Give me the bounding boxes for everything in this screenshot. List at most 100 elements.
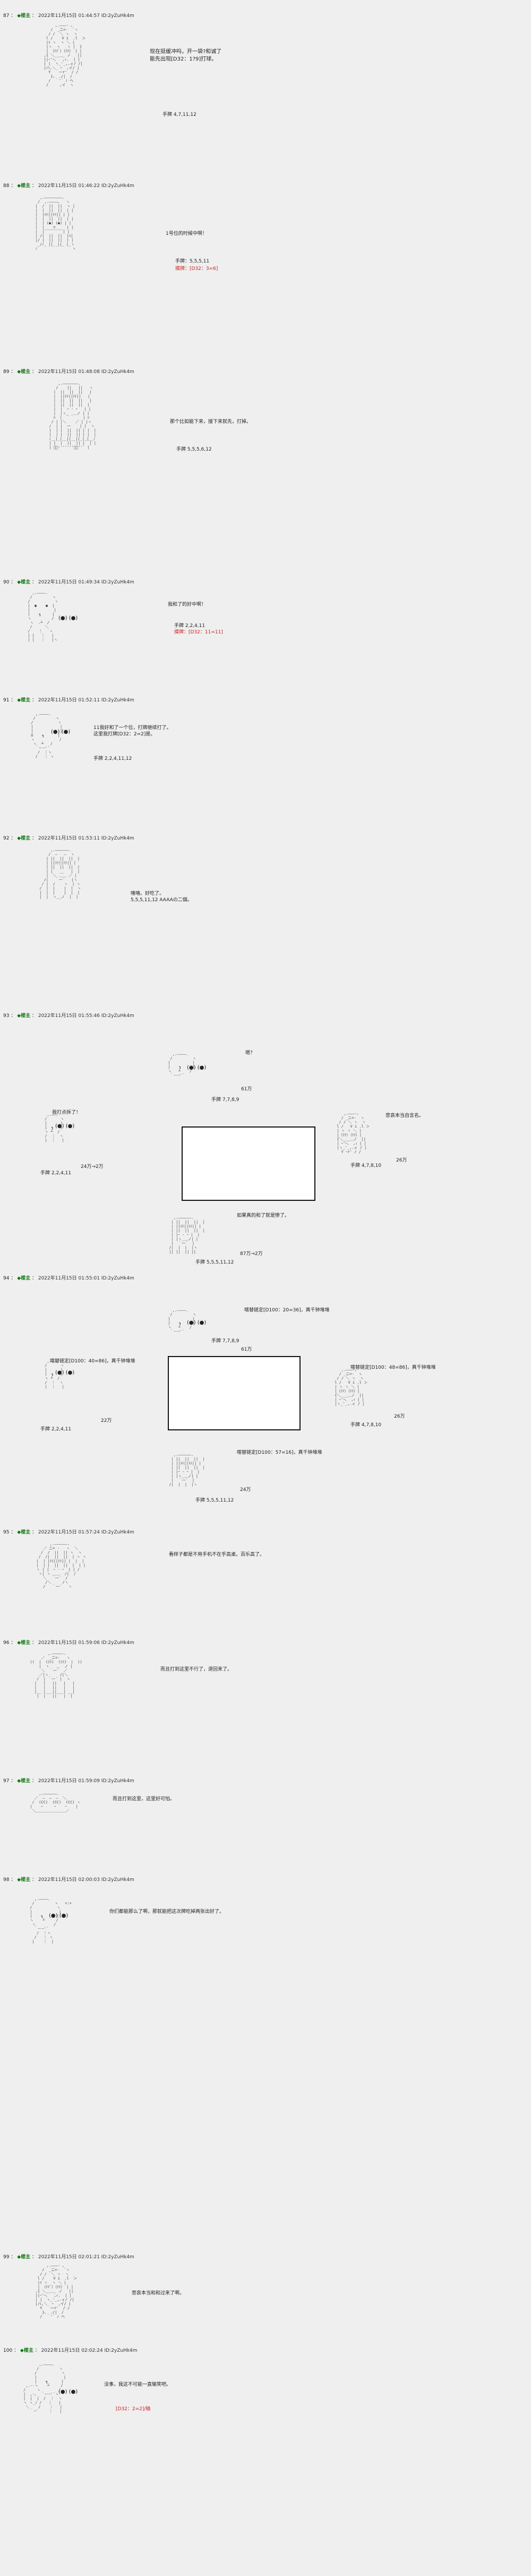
post-meta: 2022年11月15日 01:59:06 ID:2yZuHk4m bbox=[38, 1640, 134, 1646]
post-author: ◆楼主 bbox=[17, 1877, 31, 1883]
post-author: ◆楼主 bbox=[17, 1778, 31, 1784]
post-header: 96 ： ◆楼主 ： 2022年11月15日 01:59:06 ID:2yZuH… bbox=[3, 1640, 134, 1646]
ascii-art: ,.――――. / ヽ / ヽ | ● ● | | | | ┓ | ヽ / ヽ … bbox=[28, 591, 58, 642]
ascii-art: ,.―――- 、 / _ニ=- `ヽ / / ＼ ヽ ヽ l / V i .l … bbox=[35, 2264, 78, 2319]
post-author: ◆楼主 bbox=[17, 1640, 31, 1646]
left-hand: 手牌 2,2,4,11 bbox=[40, 1427, 72, 1432]
post-line: 11我好和了一个位，打牌继续打了。 bbox=[93, 725, 172, 731]
post-line: 我和了的好中啊！ bbox=[168, 602, 207, 607]
post-line: 看样子都是不用手机不在乎高桌。百乐高了。 bbox=[169, 1552, 265, 1557]
post-line: 5,5,5,11,12 AAAAの二個。 bbox=[131, 897, 192, 903]
post-number[interactable]: 94 bbox=[3, 1276, 10, 1281]
ascii-art-left: ,.――. / ヽ | | | ┓ | ヽ ┴ / / ｜ ヽ | ｜ | bbox=[45, 1113, 64, 1142]
post-header: 89 ： ◆楼主 ： 2022年11月15日 01:48:08 ID:2yZuH… bbox=[3, 369, 134, 375]
post-number[interactable]: 96 bbox=[3, 1640, 10, 1646]
post-author: ◆楼主 bbox=[17, 1276, 31, 1281]
post-meta: 2022年11月15日 01:46:22 ID:2yZuHk4m bbox=[38, 183, 134, 189]
ascii-art-top: ,.――――. / ヽ | | | ┓ | ヽ ┴ / ｀ｰ-ｰ'´ bbox=[168, 1052, 196, 1078]
post-number[interactable]: 90 bbox=[3, 580, 10, 585]
post-number[interactable]: 97 bbox=[3, 1778, 10, 1784]
post-number[interactable]: 91 bbox=[3, 698, 10, 703]
top-amount: 61万 bbox=[241, 1347, 252, 1352]
mahjong-table bbox=[182, 1126, 315, 1201]
top-hand: 手牌 7,7,8,9 bbox=[211, 1338, 239, 1344]
post-number[interactable]: 87 bbox=[3, 13, 10, 19]
post-header: 88 ： ◆楼主 ： 2022年11月15日 01:46:22 ID:2yZuH… bbox=[3, 183, 134, 189]
hand-label: 手牌 2,2,4,11 bbox=[174, 623, 205, 629]
left-line: 喀替链定[D100：40=86]，真千钟堆堆 bbox=[50, 1359, 135, 1364]
post-header: 98 ： ◆楼主 ： 2022年11月15日 02:00:03 ID:2yZuH… bbox=[3, 1877, 134, 1883]
post-number[interactable]: 92 bbox=[3, 836, 10, 841]
post-header: 93 ： ◆楼主 ： 2022年11月15日 01:55:46 ID:2yZuH… bbox=[3, 1013, 134, 1019]
post-header: 91 ： ◆楼主 ： 2022年11月15日 01:52:11 ID:2yZuH… bbox=[3, 698, 134, 703]
ascii-art: ,.――――――. ／ ― ― ― ＼ / (CC) (CC) (CC) ヽ |… bbox=[30, 1792, 81, 1813]
post-number[interactable]: 89 bbox=[3, 369, 10, 375]
post-line: 而且打到这里，这里好可怕。 bbox=[113, 1797, 175, 1802]
avatar-eyes: (●) (●) bbox=[187, 1065, 207, 1071]
post-header: 92 ： ◆楼主 ： 2022年11月15日 01:53:11 ID:2yZuH… bbox=[3, 836, 134, 841]
hand-label: 手牌 4,7,11,12 bbox=[162, 112, 196, 117]
avatar-eyes: (●) (●) bbox=[55, 1123, 75, 1129]
post-header: 100 ： ◆楼主 ： 2022年11月15日 02:02:24 ID:2yZu… bbox=[3, 2348, 138, 2353]
post-line: [D32：2=2]/输 bbox=[116, 2406, 151, 2412]
post-meta: 2022年11月15日 01:55:01 ID:2yZuHk4m bbox=[38, 1276, 134, 1281]
avatar-eyes: (●) (●) bbox=[49, 1913, 68, 1919]
post-line: 能先出现[D32：1?9]打球。 bbox=[150, 56, 217, 62]
post-author: ◆楼主 bbox=[17, 1530, 31, 1535]
post-line: 现在挺缓冲吗，开一袋?和诚了 bbox=[150, 49, 222, 55]
ascii-art: ,.――――――. ／ ニ= - ヽ ＼ / / || || ヽ ヽ / /| … bbox=[36, 1542, 87, 1589]
ascii-art: ,.――――. / ヽ <:> / ヽ | | | ┓ | ヽ ┴ / ヽ / … bbox=[30, 1897, 72, 1944]
top-amount: 61万 bbox=[241, 1087, 252, 1092]
post-number[interactable]: 100 bbox=[3, 2348, 13, 2353]
right-amount: 26万 bbox=[394, 1414, 405, 1419]
ascii-art-right: ,.―――-、 / _ニ=- ヽ / / ＼ ヽ ヽ l / V i .l ＞ … bbox=[335, 1368, 368, 1406]
hand-label: 手牌 5,5,5,6,12 bbox=[176, 447, 212, 452]
post-author: ◆楼主 bbox=[17, 698, 31, 703]
ascii-art-left: ,.――. / ヽ | | | ┓ | ヽ ┴ / / ｜ ヽ | ｜ | bbox=[45, 1359, 64, 1389]
post-author: ◆楼主 bbox=[17, 13, 31, 19]
right-hand: 手牌 4,7,8,10 bbox=[350, 1163, 382, 1168]
hand-label: 手牌 2,2,4,11,12 bbox=[93, 756, 132, 761]
post-header: 87 ： ◆楼主 ： 2022年11月15日 01:44:57 ID:2yZuH… bbox=[3, 13, 134, 19]
hand-extra: 摸牌：[D32：11=11] bbox=[174, 630, 223, 635]
ascii-art: ,.――――. / ヽ / ヽ | | | | U ┓ | ヽ / ヽ ┴ / … bbox=[31, 712, 63, 759]
post-header: 95 ： ◆楼主 ： 2022年11月15日 01:57:24 ID:2yZuH… bbox=[3, 1530, 134, 1535]
post-number[interactable]: 88 bbox=[3, 183, 10, 189]
post-header: 90 ： ◆楼主 ： 2022年11月15日 01:49:34 ID:2yZuH… bbox=[3, 580, 134, 585]
post-meta: 2022年11月15日 01:53:11 ID:2yZuHk4m bbox=[38, 836, 134, 841]
ascii-art: ,.――――――. / ― ― ヽ | || || || | | ||ﾃﾃ||ﾃ… bbox=[39, 848, 81, 899]
post-line: 没事，我这不可能一直输笑吧。 bbox=[104, 2382, 172, 2387]
ascii-art: ,.―――- 、 / _ニ=- `ヽ / / ＼ ヽ ヽ l / V i .l … bbox=[44, 23, 86, 87]
post-meta: 2022年11月15日 01:44:57 ID:2yZuHk4m bbox=[38, 13, 134, 19]
top-line: 喀替链定[D100：20=36]，真千钟堆堆 bbox=[244, 1308, 330, 1313]
right-line: 喀替链定[D100：48=86]，真千钟堆堆 bbox=[350, 1365, 436, 1370]
post-meta: 2022年11月15日 01:57:24 ID:2yZuHk4m bbox=[38, 1530, 134, 1535]
bottom-line: 喀替链定[D100：57=16]，真千钟堆堆 bbox=[237, 1450, 322, 1455]
ascii-art: ,.―――――――. / || || ヽ | || || || | | ||ﾃﾃ… bbox=[49, 382, 96, 450]
avatar-eyes: (●) (●) bbox=[187, 1320, 207, 1326]
hand-extra: 摸牌：[D32：3=6] bbox=[175, 266, 218, 272]
avatar-eyes: (●) (●) bbox=[58, 615, 78, 621]
post-number[interactable]: 93 bbox=[3, 1013, 10, 1019]
post-meta: 2022年11月15日 01:59:09 ID:2yZuHk4m bbox=[38, 1778, 134, 1784]
post-author: ◆楼主 bbox=[17, 369, 31, 375]
left-hand: 手牌 2,2,4,11 bbox=[40, 1171, 72, 1176]
left-amount: 22万 bbox=[101, 1418, 112, 1423]
post-meta: 2022年11月15日 01:48:08 ID:2yZuHk4m bbox=[38, 369, 134, 375]
bottom-hand: 手牌 5,5,5,11,12 bbox=[195, 1260, 234, 1265]
avatar-eyes: (●) (●) bbox=[58, 2389, 78, 2395]
ascii-art-top: ,.――――. / ヽ | | | ┓ | ヽ ┴ / ｀ｰ-ｰ'´ bbox=[168, 1308, 196, 1334]
post-line: 那个比如能下来，接下来就先，打掉。 bbox=[170, 419, 252, 425]
post-line: 而且打到这里不行了，退回来了。 bbox=[160, 1667, 233, 1672]
post-line: 悲哀本当和和过来了啊。 bbox=[132, 2291, 185, 2296]
post-number[interactable]: 99 bbox=[3, 2255, 10, 2260]
post-meta: 2022年11月15日 01:55:46 ID:2yZuHk4m bbox=[38, 1013, 134, 1019]
top-line: 嗯？ bbox=[245, 1050, 255, 1056]
bottom-amount: 87万→2万 bbox=[240, 1251, 263, 1257]
post-number[interactable]: 95 bbox=[3, 1530, 10, 1535]
ascii-art-bottom: ,.――――――. | || || || | | ||ﾃﾃ||ﾃﾃ|| | | … bbox=[169, 1453, 205, 1487]
ascii-art-right: ,.―――-、 / _ニ=- ヽ / / ＼ ヽ ヽ l / V i .l ＞ … bbox=[337, 1112, 370, 1154]
post-number[interactable]: 98 bbox=[3, 1877, 10, 1883]
post-line: 这里我打牌[D32：2=2]是。 bbox=[93, 732, 156, 737]
ascii-art: ,.――――. / ヽ / ヽ | | | ┓ | ,.-‐ヽ ┴ / / ヽ … bbox=[23, 2362, 66, 2413]
